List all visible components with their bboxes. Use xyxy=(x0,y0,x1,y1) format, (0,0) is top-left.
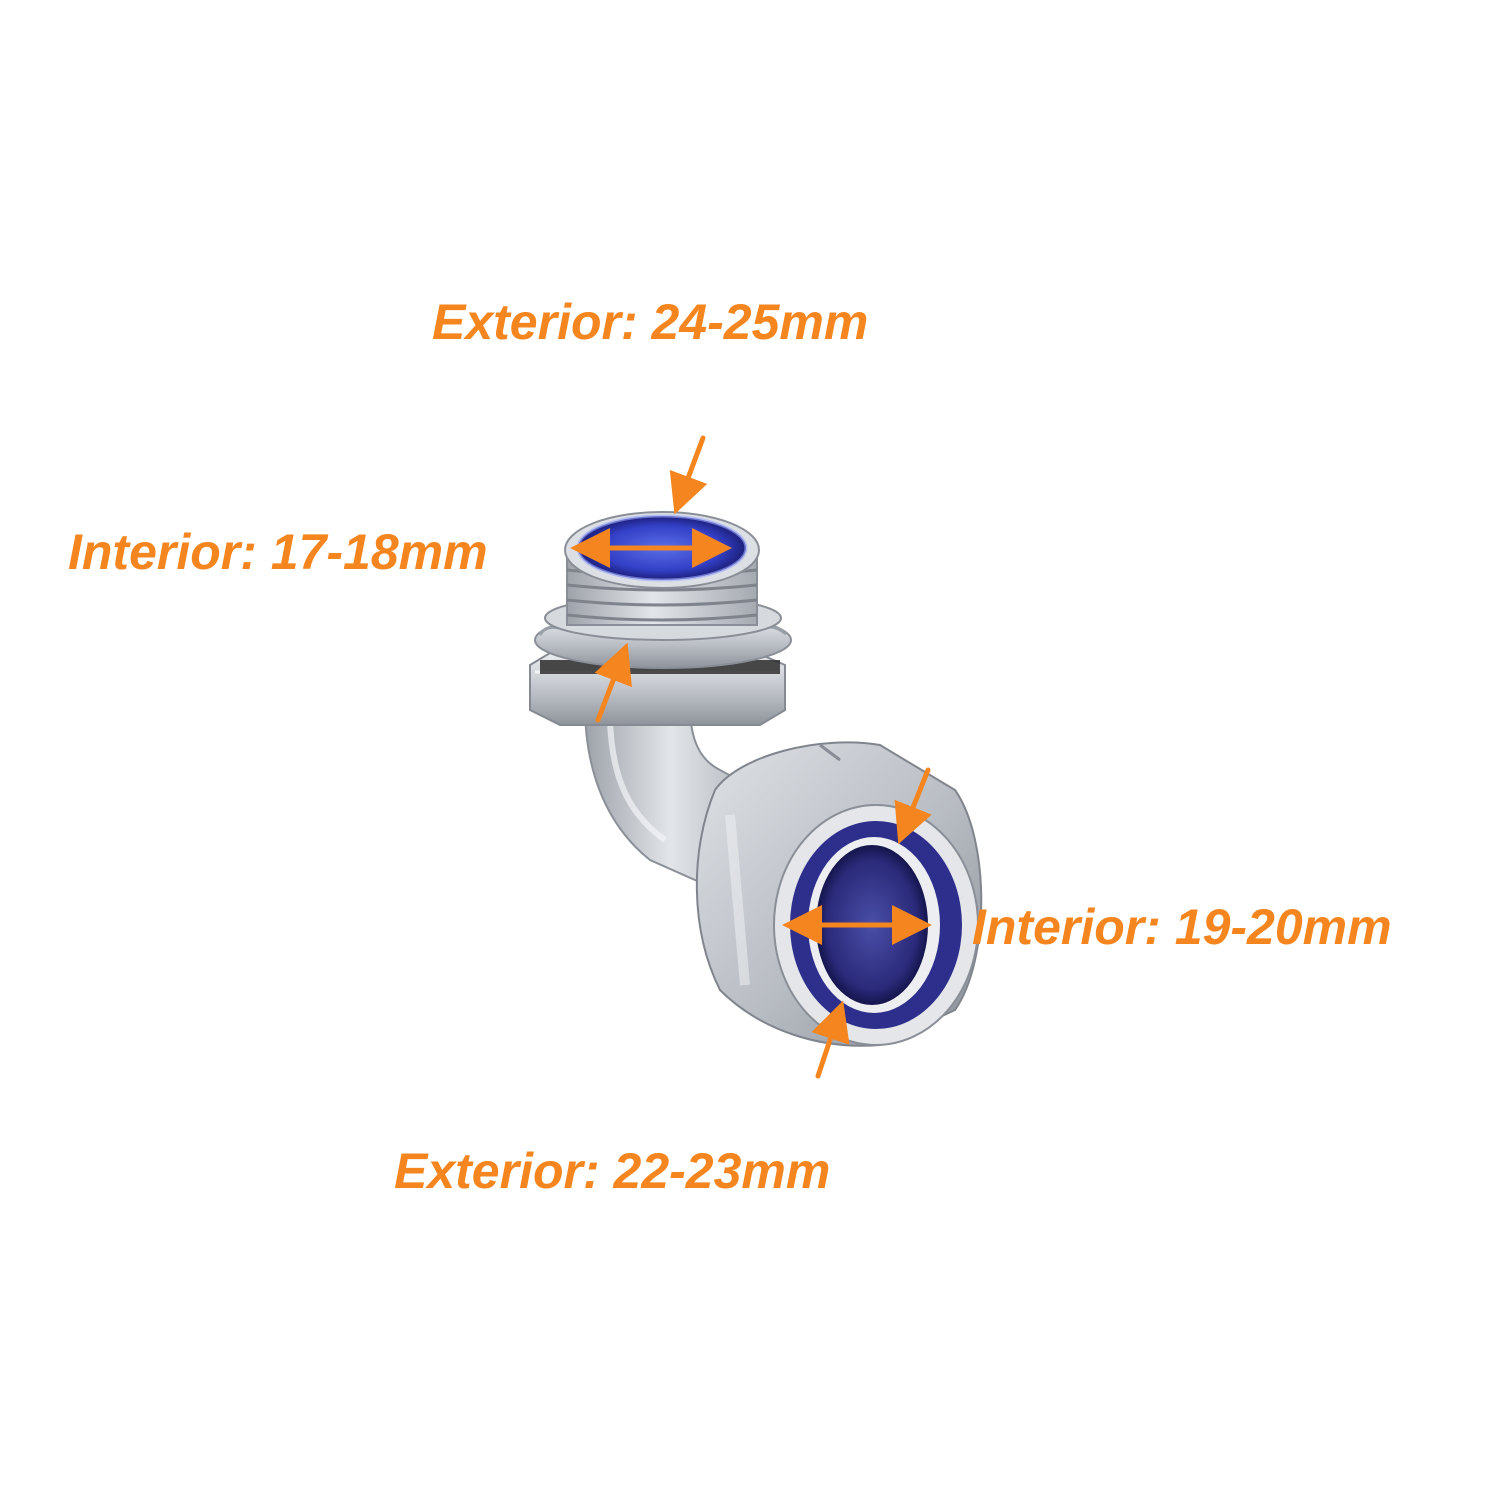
side-exterior-top-arrow xyxy=(894,767,932,845)
annotation-arrows xyxy=(570,435,932,1079)
top-interior-dimension-label: Interior: 17-18mm xyxy=(68,524,488,580)
washer-arrow xyxy=(594,642,632,723)
side-exterior-bottom-arrow xyxy=(811,1000,850,1079)
top-exterior-arrow xyxy=(669,435,708,515)
top-exterior-dimension-label: Exterior: 24-25mm xyxy=(432,294,869,350)
side-interior-dimension-label: Interior: 19-20mm xyxy=(972,899,1392,955)
side-exterior-dimension-label: Exterior: 22-23mm xyxy=(394,1143,831,1199)
